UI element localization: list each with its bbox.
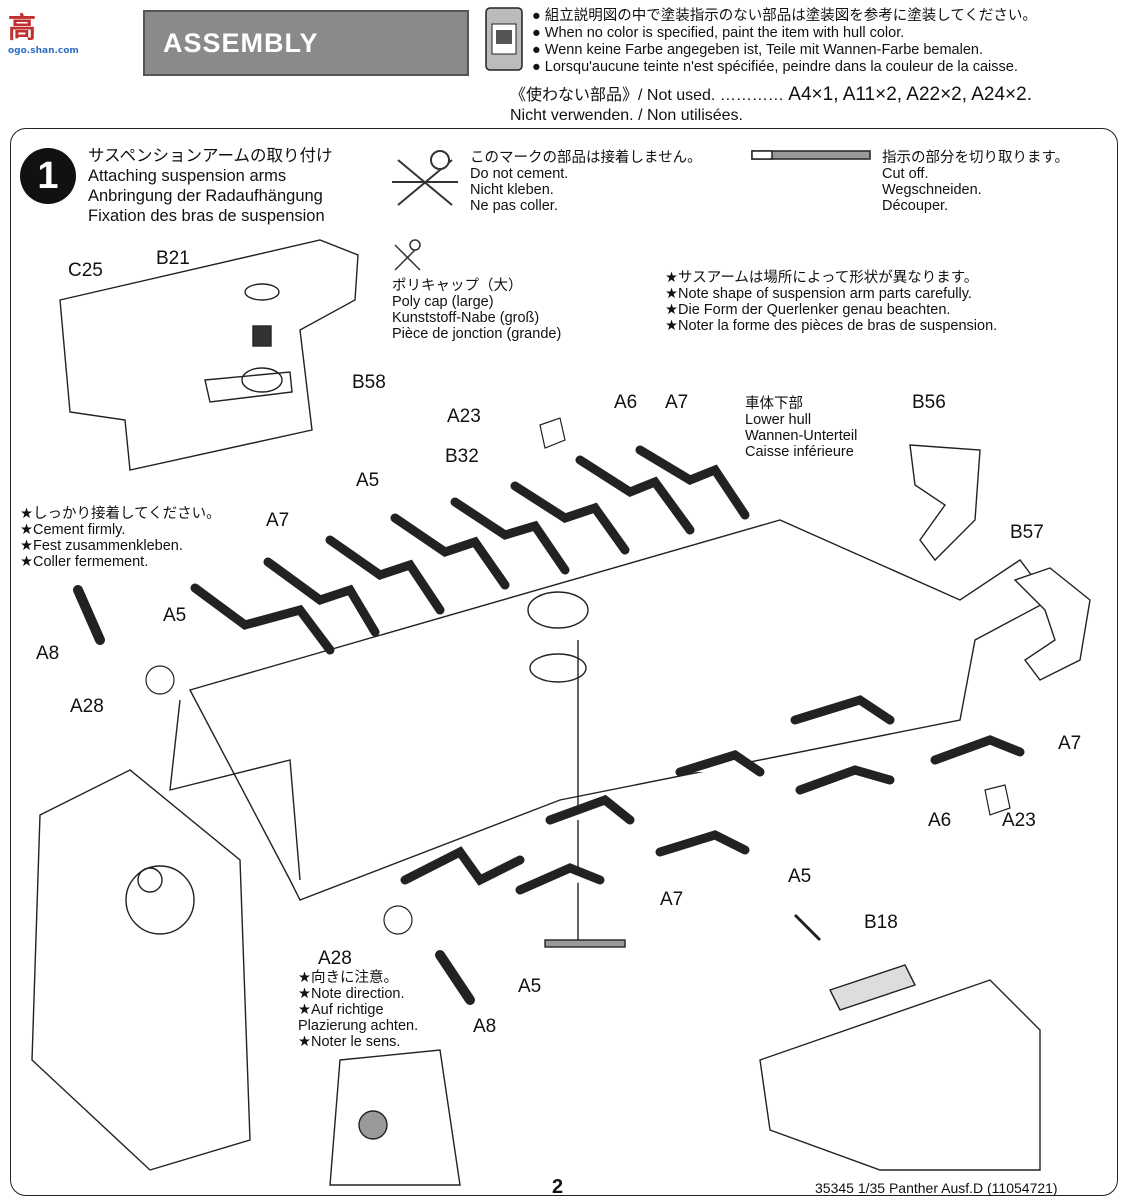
label-c25: C25 (68, 260, 103, 281)
label-a8-top: A8 (36, 643, 60, 664)
step-number: 1 (20, 148, 76, 204)
label-a7-left: A7 (266, 510, 290, 531)
label-a5-top: A5 (356, 470, 380, 491)
label-a8-bottom: A8 (473, 1016, 497, 1037)
note-direction: 向きに注意。Note direction. Auf richtigePlazie… (298, 970, 418, 1050)
note-arm-shape: サスアームは場所によって形状が異なります。Note shape of suspe… (665, 270, 997, 334)
step-panel (10, 128, 1118, 1196)
label-b21: B21 (156, 248, 190, 269)
paint-notes: 組立説明図の中で塗装指示のない部品は塗装図を参考に塗装してください。 When … (532, 8, 1037, 76)
label-b18: B18 (864, 912, 898, 933)
section-title: ASSEMBLY (163, 28, 319, 58)
label-b32: B32 (445, 446, 479, 467)
label-a6-top: A6 (614, 392, 638, 413)
label-a7-bottom: A7 (660, 889, 684, 910)
section-header: ASSEMBLY (143, 10, 469, 76)
label-a5-left: A5 (163, 605, 187, 626)
label-a28-top: A28 (70, 696, 104, 717)
note-cement-firmly: しっかり接着してください。Cement firmly. Fest zusamme… (20, 506, 221, 570)
label-b57: B57 (1010, 522, 1044, 543)
label-b56: B56 (912, 392, 946, 413)
unused-parts: 《使わない部品》/ Not used. ………… A4×1, A11×2, A2… (510, 84, 1033, 125)
footer-code: 35345 1/35 Panther Ausf.D (11054721) (815, 1180, 1058, 1196)
label-a28-bottom: A28 (318, 948, 352, 969)
label-a5-bottom: A5 (518, 976, 542, 997)
label-a23-bottom: A23 (1002, 810, 1036, 831)
page-number: 2 (552, 1176, 564, 1198)
label-a23-top: A23 (447, 406, 481, 427)
label-b58: B58 (352, 372, 386, 393)
label-a6-bottom: A6 (928, 810, 952, 831)
label-a7-top: A7 (665, 392, 689, 413)
legend-no-cement: このマークの部品は接着しません。Do not cement. Nicht kle… (470, 150, 702, 214)
legend-cut-off: 指示の部分を切り取ります。Cut off. Wegschneiden.Décou… (882, 150, 1070, 214)
note-poly-cap: ポリキャップ（大）Poly cap (large) Kunststoff-Nab… (392, 278, 562, 342)
label-a5-right: A5 (788, 866, 812, 887)
label-a7-right: A7 (1058, 733, 1082, 754)
step-title: サスペンションアームの取り付け Attaching suspension arm… (88, 147, 333, 225)
